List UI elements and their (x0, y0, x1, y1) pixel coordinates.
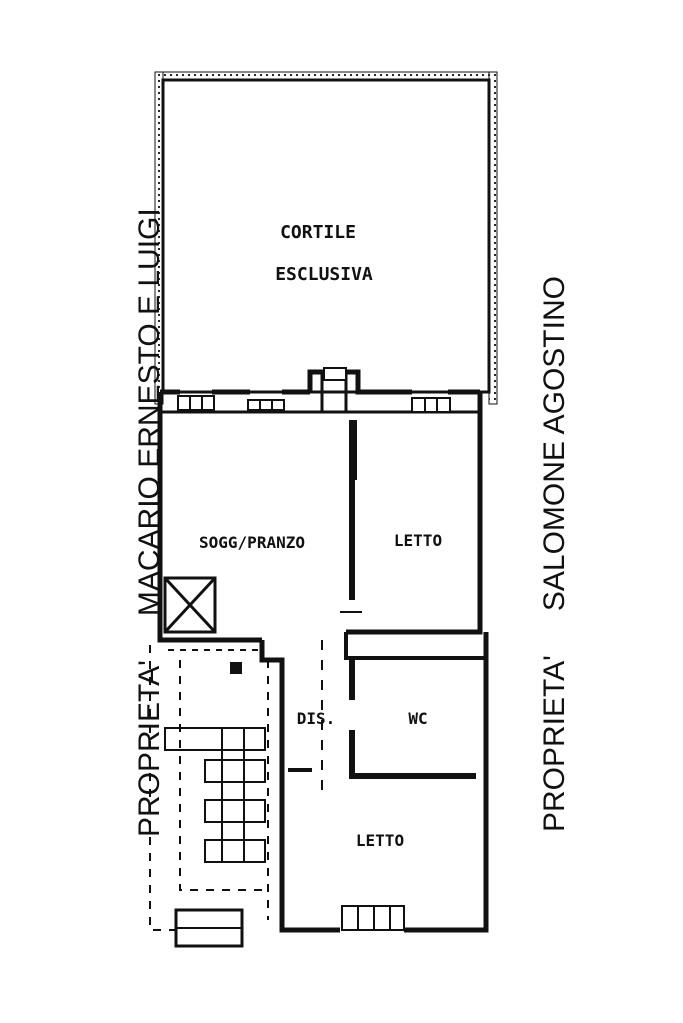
left-neighbor-name: MACARIO ERNESTO E LUIGI (133, 208, 166, 617)
bedroom-1-label: LETTO (394, 531, 442, 550)
right-neighbor-name: SALOMONE AGOSTINO (538, 276, 571, 612)
window-marks (177, 367, 451, 413)
courtyard-boundary (154, 71, 498, 405)
wc-label: WC (408, 709, 427, 728)
interior-walls (340, 420, 362, 613)
external-stair (149, 645, 269, 948)
hallway-label: DIS. (297, 709, 336, 728)
living-dining-label: SOGG/PRANZO (199, 533, 305, 552)
courtyard-label-line2: ESCLUSIVA (275, 264, 373, 285)
stair-void (163, 576, 217, 634)
right-neighbor-label: PROPRIETA' SALOMONE AGOSTINO (538, 276, 572, 832)
courtyard-label-line1: CORTILE (280, 222, 356, 243)
lower-walls (259, 632, 489, 933)
right-neighbor-prefix: PROPRIETA' (538, 655, 571, 832)
upper-walls (157, 369, 483, 643)
left-neighbor-prefix: PROPRIETA' (133, 660, 166, 837)
bedroom-2-label: LETTO (356, 831, 404, 850)
left-neighbor-label: PROPRIETA' MACARIO ERNESTO E LUIGI (133, 208, 167, 837)
